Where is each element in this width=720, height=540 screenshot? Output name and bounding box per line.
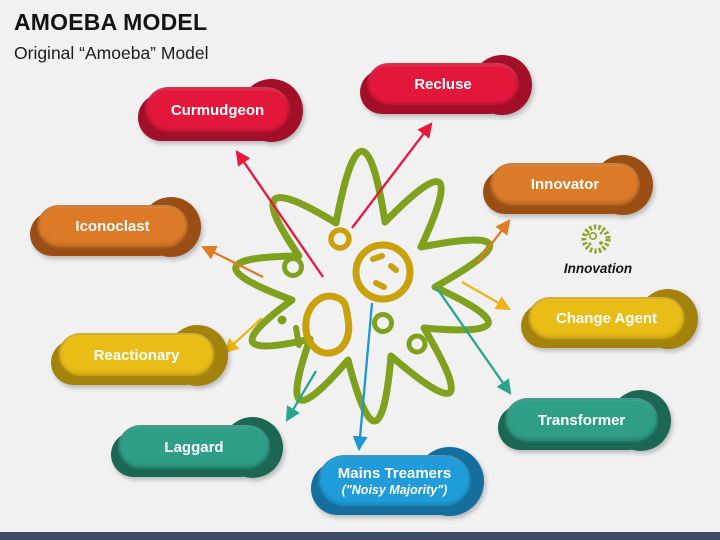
pill-label: Laggard — [118, 425, 270, 470]
arrow-recluse — [351, 122, 433, 229]
pill-label: Iconoclast — [37, 205, 188, 249]
pill-label-sub: ("Noisy Majority") — [341, 483, 448, 498]
innovation-caption: Innovation — [563, 261, 633, 276]
arrow-iconoclast — [200, 245, 264, 279]
pill-label: Reactionary — [58, 333, 215, 378]
pill-label-main: Mains Treamers — [337, 465, 452, 483]
page-subtitle: Original “Amoeba” Model — [14, 43, 209, 63]
pill-laggard: Laggard — [111, 417, 283, 478]
pill-label: Mains Treamers ("Noisy Majority") — [318, 455, 471, 508]
pill-label: Change Agent — [528, 297, 685, 341]
pill-label: Innovator — [490, 163, 640, 207]
amoeba-organelles-green — [277, 256, 428, 355]
arrow-innovator — [476, 219, 511, 264]
innovation-icon — [581, 224, 611, 254]
arrow-laggard — [285, 370, 317, 422]
arrow-curmudgeon — [235, 150, 324, 278]
pill-transformer: Transformer — [498, 390, 671, 451]
amoeba-nucleus — [352, 241, 414, 303]
pill-iconoclast: Iconoclast — [30, 197, 201, 257]
arrows — [200, 122, 512, 452]
arrow-reactionary — [223, 317, 263, 354]
pill-mainstreamers: Mains Treamers ("Noisy Majority") — [311, 447, 484, 516]
arrow-mainstreamers — [352, 302, 374, 452]
pill-change-agent: Change Agent — [521, 289, 698, 349]
pill-innovator: Innovator — [483, 155, 653, 215]
pill-label: Recluse — [367, 63, 519, 107]
footer-bar — [0, 532, 720, 540]
pill-label: Transformer — [505, 398, 658, 443]
pill-curmudgeon: Curmudgeon — [138, 79, 303, 142]
pill-recluse: Recluse — [360, 55, 532, 115]
amoeba-body — [232, 148, 493, 425]
arrow-transformer — [435, 286, 512, 395]
amoeba-organelles-gold — [302, 227, 353, 357]
arrow-change-agent — [461, 281, 511, 311]
page-title: AMOEBA MODEL — [14, 9, 208, 35]
pill-label: Curmudgeon — [145, 87, 290, 134]
pill-reactionary: Reactionary — [51, 325, 228, 386]
